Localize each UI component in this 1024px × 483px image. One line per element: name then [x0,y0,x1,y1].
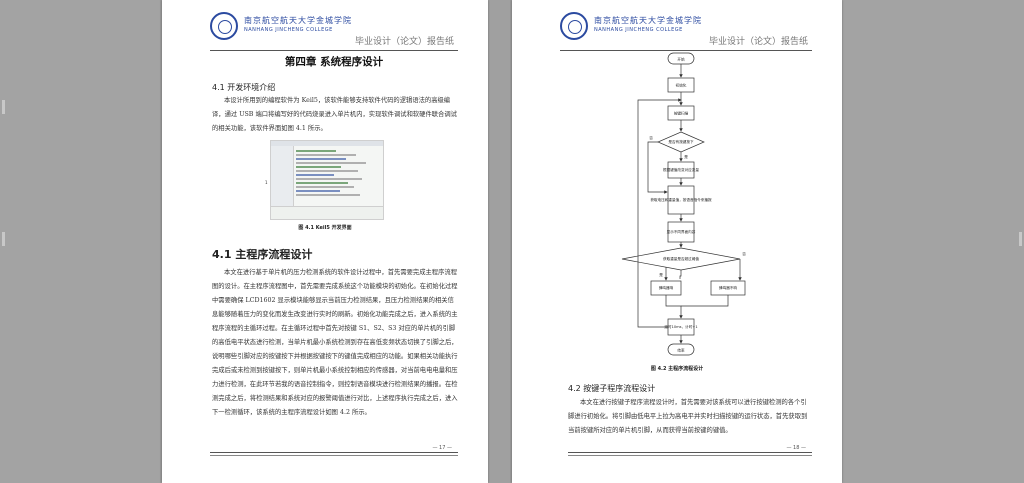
school-logo-icon [560,12,588,40]
school-name-cn: 南京航空航天大学金城学院 [244,16,352,25]
section-heading-key: 4.2 按键子程序流程设计 [568,384,656,393]
paragraph-env: 本设计所用到的编程软件为 Keil5，该软件能够支持软件代码的逻辑语法的高级编译… [212,97,457,132]
report-label: 毕业设计（论文）报告纸 [708,37,808,47]
flow-start-label: 开始 [677,57,685,62]
scroll-marker [2,232,5,246]
scroll-marker [2,100,5,114]
viewer-background-left [0,0,160,483]
page-number: — 18 — [786,445,806,451]
flow-alarm-off-label: 蜂鸣器不响 [719,285,737,290]
school-name-en: NANHANG JINCHENG COLLEGE [244,27,333,33]
document-page-17[interactable]: 南京航空航天大学金城学院 NANHANG JINCHENG COLLEGE 毕业… [162,0,488,483]
page-header: 南京航空航天大学金城学院 NANHANG JINCHENG COLLEGE 毕业… [210,6,458,51]
main-flowchart: 开始 初始化 按键扫描 是否有按键按下 是 否 根据键值改变对应变量 获取电压和… [621,52,746,356]
chapter-title: 第四章 系统程序设计 [284,56,384,68]
page-footer-rule [210,452,458,456]
flow-end-node [667,343,695,356]
page-header: 南京航空航天大学金城学院 NANHANG JINCHENG COLLEGE 毕业… [560,6,812,51]
keil5-screenshot-image [270,140,384,220]
school-name-cn: 南京航空航天大学金城学院 [594,16,702,25]
page-footer-rule [568,452,812,456]
viewer-background-right [842,0,1024,483]
flow-end-label: 结束 [677,348,685,353]
figure-marker: 1 [265,180,268,185]
page-number: — 17 — [432,445,452,451]
flow-setvar-label: 根据键值改变对应变量 [663,167,699,172]
flow-init-label: 初始化 [676,83,687,88]
flow-yes-label: 是 [684,154,688,159]
paragraph-key: 本文在进行按键子程序流程设计时，首先需要对该系统可以进行按键检测的各个引脚进行初… [568,399,808,434]
flow-decision-key-label: 是否有按键按下 [668,139,694,144]
flow-scan-label: 按键扫描 [674,111,689,116]
flow-no-label: 否 [742,252,746,256]
school-name-en: NANHANG JINCHENG COLLEGE [594,27,683,33]
report-label: 毕业设计（论文）报告纸 [354,37,454,47]
paragraph-main: 本文在进行基于单片机的压力检测系统的软件设计过程中，首先需要完成主程序流程图的设… [212,269,458,416]
flow-alarm-on-label: 蜂鸣器响 [659,285,674,290]
flow-no-label: 否 [649,136,653,140]
figure-caption-4-2: 图 4.2 主程序流程设计 [650,366,704,372]
scroll-marker [1019,232,1022,246]
flow-yes-label: 是 [659,272,663,277]
school-logo-icon [210,12,238,40]
document-page-18[interactable]: 南京航空航天大学金城学院 NANHANG JINCHENG COLLEGE 毕业… [512,0,842,483]
page-gap [488,0,510,483]
flow-display-label: 显示不同界面内容 [667,229,696,234]
flow-measure-label: 获取电压和重量值，按语音指令来播报 [650,197,711,202]
figure-caption-4-1: 图 4.1 Keil5 开发界面 [298,225,352,231]
flow-delay-label: 延时10ms，计时+1 [664,324,697,329]
section-heading-main: 4.1 主程序流程设计 [212,248,313,261]
section-heading-env: 4.1 开发环境介绍 [212,83,276,92]
flow-decision-threshold-label: 获取重量是否超过阈值 [663,256,699,261]
